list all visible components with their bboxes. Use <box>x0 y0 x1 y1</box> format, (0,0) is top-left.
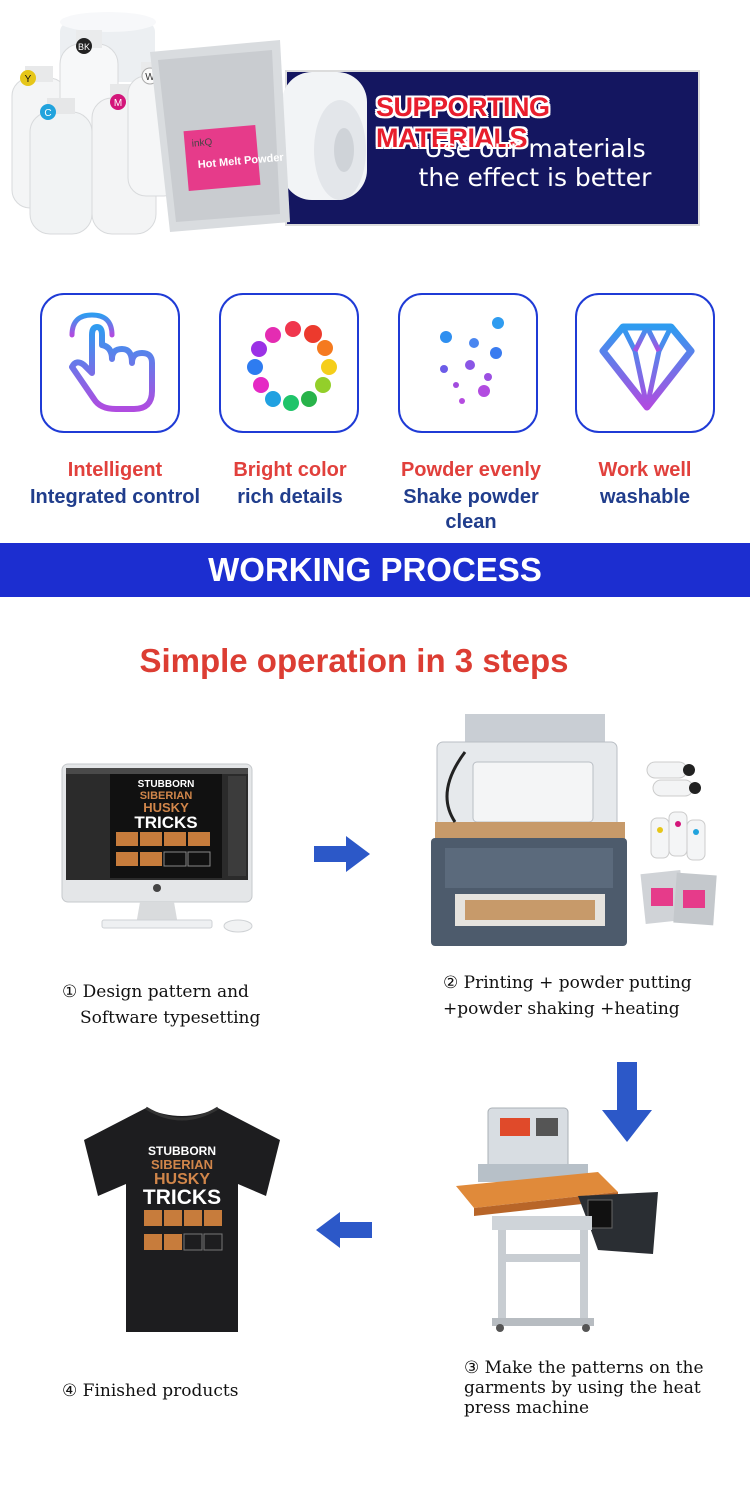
feature-title-bright-color: Bright color <box>233 459 347 481</box>
hot-melt-powder-bag: inkQ Hot Melt Powder <box>150 40 290 232</box>
feature-desc-powder: Shake powder <box>403 486 539 508</box>
feature-tile-washable <box>575 293 715 433</box>
working-process-title: WORKING PROCESS <box>208 551 542 588</box>
working-process-band <box>0 543 750 597</box>
film-roll-right <box>282 72 367 200</box>
powder-bag-brand: inkQ <box>191 137 213 150</box>
step-2-caption-line-1: ② Printing + powder putting <box>443 973 692 993</box>
supply-film-rolls <box>646 761 701 797</box>
step-2-caption-line-2: +powder shaking +heating <box>443 999 680 1019</box>
step-3-caption-line-2: garments by using the heat <box>464 1378 701 1398</box>
step-1-caption-line-1: ① Design pattern and <box>62 982 249 1002</box>
step-1-caption-line-2: Software typesetting <box>80 1008 261 1028</box>
shirt-text-tricks: TRICKS <box>143 1186 221 1209</box>
finished-tshirt-image: STUBBORN SIBERIAN HUSKY TRICKS <box>84 1106 280 1332</box>
feature-title-washable: Work well <box>598 459 692 481</box>
bottle-label-c: C <box>44 108 51 119</box>
color-wheel-icon <box>247 321 337 411</box>
bottle-label-m: M <box>114 98 122 109</box>
shirt-text-husky: HUSKY <box>154 1171 210 1188</box>
heat-press-image <box>456 1107 658 1332</box>
step-3-caption-line-1: ③ Make the patterns on the <box>464 1358 704 1378</box>
shirt-text-stubborn: STUBBORN <box>148 1144 216 1158</box>
step-3-caption-line-3: press machine <box>464 1398 590 1418</box>
feature-tile-powder <box>398 293 538 433</box>
feature-title-powder: Powder evenly <box>400 459 542 481</box>
supply-powder-bags <box>640 870 717 926</box>
supplies-illustration: Y BK C M W inkQ Hot Melt Powder <box>11 12 367 235</box>
design-text-tricks: TRICKS <box>134 813 197 832</box>
powder-dots-icon <box>440 317 504 404</box>
feature-desc-washable: washable <box>599 486 691 508</box>
bottle-label-y: Y <box>25 74 32 85</box>
arrow-down-icon <box>602 1062 652 1142</box>
design-text-stubborn: STUBBORN <box>138 779 195 790</box>
arrow-left-icon <box>316 1212 372 1248</box>
feature-desc-powder-2: clean <box>445 511 497 533</box>
diamond-icon <box>599 323 695 411</box>
feature-desc-intelligent: Integrated control <box>29 486 200 508</box>
bottle-label-w: W <box>145 72 155 83</box>
shirt-text-siberian: SIBERIAN <box>151 1157 213 1172</box>
banner-title: SUPPORTING MATERIALS <box>376 92 550 153</box>
dtf-printer-image <box>431 714 717 946</box>
banner-line-1: Use our materials <box>424 134 646 163</box>
feature-tile-intelligent <box>40 293 180 433</box>
banner-line-2: the effect is better <box>418 163 652 192</box>
bottle-label-bk: BK <box>78 42 90 52</box>
design-text-siberian: SIBERIAN <box>140 790 193 802</box>
ink-bottle-c: C <box>29 98 93 235</box>
computer-monitor-image: STUBBORN SIBERIAN HUSKY TRICKS <box>61 763 253 933</box>
feature-title-intelligent: Intelligent <box>67 459 163 481</box>
arrow-right-icon <box>314 836 370 872</box>
supply-ink-bottles <box>650 811 706 861</box>
feature-desc-bright-color: rich details <box>237 486 343 508</box>
design-text-husky: HUSKY <box>143 800 189 815</box>
steps-heading: Simple operation in 3 steps <box>139 642 569 679</box>
step-4-caption: ④ Finished products <box>62 1381 239 1401</box>
touch-hand-icon <box>69 312 155 412</box>
feature-tile-bright-color <box>219 293 359 433</box>
